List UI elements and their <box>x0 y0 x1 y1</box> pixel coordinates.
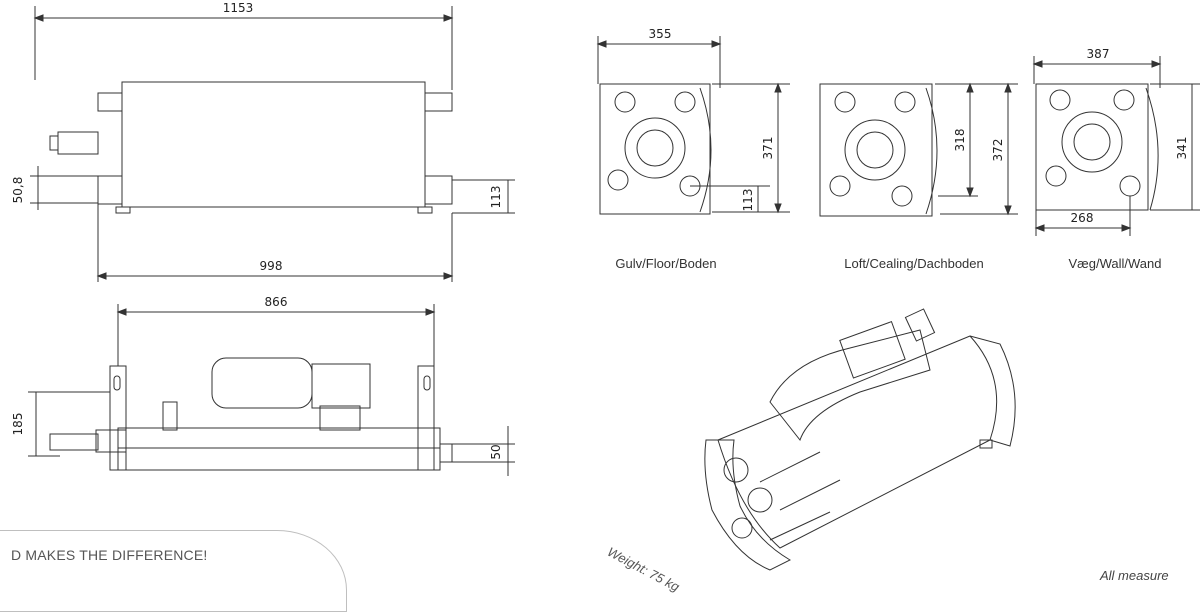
dim-50: 50 <box>489 444 503 459</box>
caption-wall: Væg/Wall/Wand <box>1069 256 1162 271</box>
dim-372: 372 <box>991 139 1005 162</box>
technical-drawing: 1153 50,8 113 998 866 185 50 355 371 113… <box>11 1 1200 571</box>
slogan-banner: D MAKES THE DIFFERENCE! <box>0 530 347 612</box>
dim-268: 268 <box>1071 211 1094 225</box>
dim-113-top: 113 <box>489 186 503 209</box>
slogan-text: D MAKES THE DIFFERENCE! <box>11 547 208 563</box>
measurement-note: All measure <box>1100 568 1169 583</box>
caption-floor: Gulv/Floor/Boden <box>615 256 716 271</box>
side-view <box>28 304 515 476</box>
dim-371: 371 <box>761 137 775 160</box>
dim-998: 998 <box>260 259 283 273</box>
dim-355: 355 <box>649 27 672 41</box>
dim-50-8: 50,8 <box>11 177 25 204</box>
dim-866: 866 <box>265 295 288 309</box>
dim-1153: 1153 <box>223 1 254 15</box>
isometric-view <box>704 308 1016 571</box>
ceiling-end-view <box>819 82 1018 217</box>
dim-341: 341 <box>1175 137 1189 160</box>
top-view <box>30 6 515 282</box>
dim-113-floor: 113 <box>741 189 755 212</box>
dim-318: 318 <box>953 129 967 152</box>
floor-end-view <box>596 36 790 215</box>
dim-185: 185 <box>11 413 25 436</box>
caption-ceiling: Loft/Cealing/Dachboden <box>844 256 984 271</box>
dim-387: 387 <box>1087 47 1110 61</box>
wall-end-view <box>1032 56 1200 236</box>
